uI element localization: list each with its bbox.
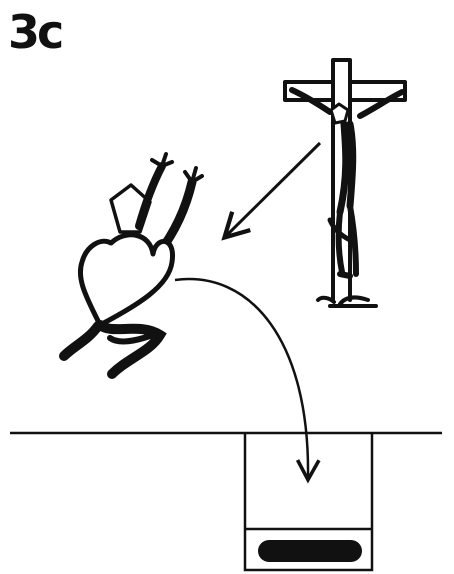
arrow-from-cross (226, 143, 320, 236)
cross-base (318, 297, 376, 306)
kneeling-person (64, 154, 202, 374)
crucifix (285, 60, 405, 306)
heart-body (80, 235, 172, 325)
arrow-to-grave (175, 279, 308, 478)
crucified-figure-body (340, 124, 353, 212)
crucified-figure-head (331, 104, 348, 123)
person-legs (64, 325, 160, 374)
coffin (258, 540, 362, 562)
